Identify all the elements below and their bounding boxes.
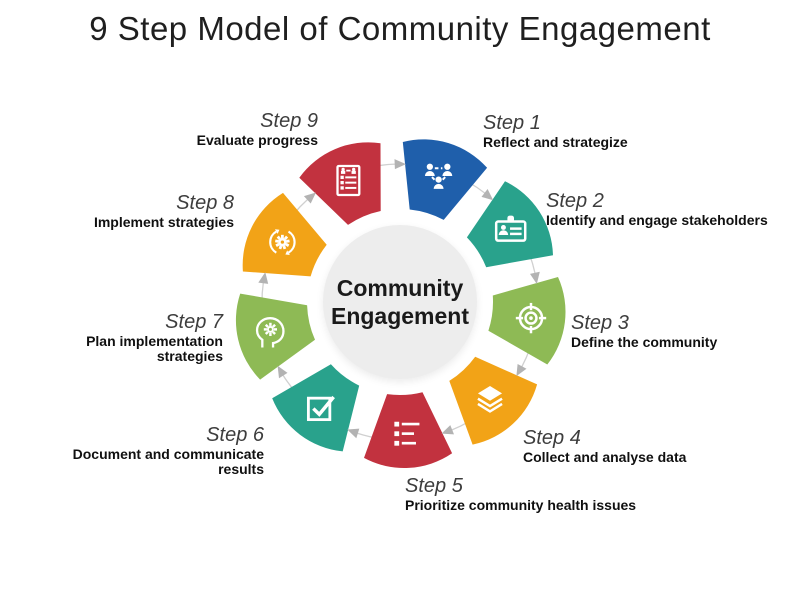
step-7-description: Plan implementation strategies	[86, 333, 223, 364]
step-4-title: Step 4	[523, 427, 581, 449]
page-title: 9 Step Model of Community Engagement	[89, 10, 711, 47]
center-circle: Community Engagement	[323, 225, 477, 379]
step-4-wedge	[449, 356, 538, 445]
step-3-title: Step 3	[571, 312, 629, 334]
cycle-arrow-head	[441, 425, 454, 435]
cycle-arrow-head	[303, 192, 316, 204]
step-1-title: Step 1	[483, 112, 541, 134]
checkbox-icon	[306, 395, 335, 422]
list-icon	[394, 421, 420, 446]
step-2-description: Identify and engage stakeholders	[546, 212, 768, 228]
cycle-arrow-head	[394, 159, 406, 170]
step-9-wedge	[299, 142, 381, 225]
step-5-title: Step 5	[405, 475, 463, 497]
step-9-description: Evaluate progress	[196, 132, 318, 148]
cycle-arrow-head	[277, 365, 288, 379]
evaluation-form-icon	[336, 164, 361, 197]
step-1-wedge	[402, 139, 488, 220]
step-5-wedge	[364, 392, 453, 469]
step-8-title: Step 8	[176, 192, 234, 214]
step-5-description: Prioritize community health issues	[405, 497, 637, 513]
step-9-title: Step 9	[260, 110, 318, 132]
step-6-wedge	[272, 364, 360, 452]
step-2-wedge	[466, 181, 553, 268]
step-2-title: Step 2	[546, 190, 604, 212]
step-7-wedge	[235, 293, 315, 380]
id-badge-icon	[494, 215, 527, 242]
target-icon	[515, 302, 547, 334]
step-4-description: Collect and analyse data	[523, 449, 687, 465]
cycle-arrow-head	[481, 189, 494, 201]
center-label-line1: Community	[336, 275, 464, 301]
cycle-arrow-head	[530, 271, 540, 284]
step-6-title: Step 6	[206, 424, 264, 446]
step-3-description: Define the community	[571, 334, 718, 350]
gear-sync-icon	[269, 229, 296, 255]
head-gear-icon	[255, 317, 285, 348]
step-1-description: Reflect and strategize	[483, 134, 628, 150]
team-network-icon	[424, 163, 453, 189]
step-6-description: Document and communicate results	[72, 446, 264, 477]
cycle-arrow-head	[516, 364, 527, 377]
step-8-wedge	[242, 192, 327, 277]
center-label-line2: Engagement	[330, 303, 470, 329]
step-7-title: Step 7	[165, 311, 223, 333]
step-8-description: Implement strategies	[93, 214, 234, 230]
cycle-arrow-head	[258, 272, 269, 284]
cycle-arrow-head	[347, 428, 360, 439]
